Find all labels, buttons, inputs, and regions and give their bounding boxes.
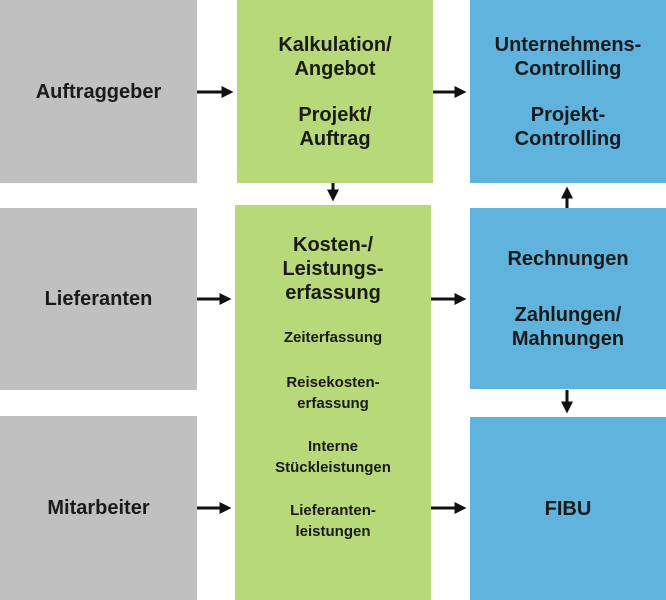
lieferantenleistungen-label-2: leistungen bbox=[295, 523, 371, 540]
kalkulation-label: Kalkulation/ bbox=[278, 33, 392, 56]
lieferantenleistungen-label-1: Lieferanten- bbox=[290, 502, 376, 519]
lieferanten-box: Lieferanten bbox=[0, 208, 197, 390]
auftraggeber-box: Auftraggeber bbox=[0, 0, 197, 183]
capture-title-3: erfassung bbox=[285, 282, 381, 304]
leistungserfassung-box: Kosten-/ Leistungs- erfassung Zeiterfass… bbox=[235, 205, 431, 600]
mitarbeiter-box: Mitarbeiter bbox=[0, 416, 197, 600]
kalkulation-box: Kalkulation/ Angebot Projekt/ Auftrag bbox=[237, 0, 433, 183]
controlling-label-2: Controlling bbox=[514, 127, 622, 150]
mitarbeiter-label: Mitarbeiter bbox=[47, 497, 150, 519]
controlling-label-1: Controlling bbox=[514, 57, 622, 80]
interne-label-1: Interne bbox=[307, 438, 358, 455]
angebot-label: Angebot bbox=[294, 57, 376, 80]
capture-title-1: Kosten-/ bbox=[293, 234, 373, 256]
controlling-box: Unternehmens- Controlling Projekt- Contr… bbox=[470, 0, 666, 183]
zahlungen-label: Zahlungen/ bbox=[514, 303, 622, 326]
rechnungen-box: Rechnungen Zahlungen/ Mahnungen bbox=[470, 208, 666, 389]
interne-label-2: Stückleistungen bbox=[275, 459, 391, 476]
fibu-label: FIBU bbox=[544, 497, 592, 520]
capture-title-2: Leistungs- bbox=[282, 258, 384, 280]
projekt-label: Projekt/ bbox=[298, 103, 372, 126]
lieferanten-label: Lieferanten bbox=[44, 288, 153, 310]
unternehmens-label: Unternehmens- bbox=[494, 33, 642, 56]
rechnungen-label: Rechnungen bbox=[507, 247, 629, 270]
auftraggeber-label: Auftraggeber bbox=[35, 80, 162, 103]
fibu-box: FIBU bbox=[470, 417, 666, 600]
reisekosten-label-2: erfassung bbox=[297, 395, 369, 412]
zeiterfassung-label: Zeiterfassung bbox=[283, 329, 383, 346]
auftrag-label: Auftrag bbox=[299, 127, 371, 150]
mahnungen-label: Mahnungen bbox=[511, 327, 625, 350]
projekt-controlling-label: Projekt- bbox=[530, 103, 606, 126]
reisekosten-label-1: Reisekosten- bbox=[286, 374, 380, 391]
